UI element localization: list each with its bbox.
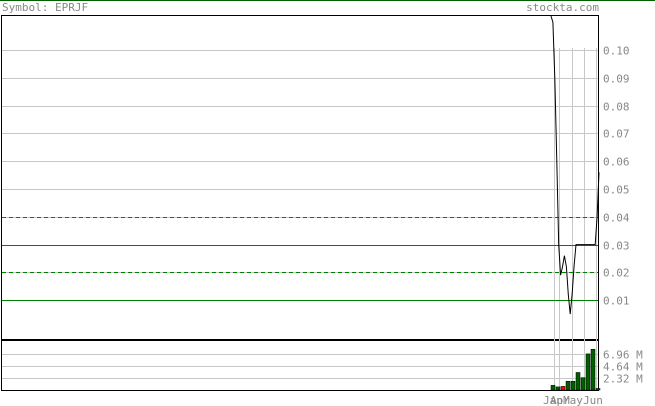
x-tick-label: Apr [550, 394, 570, 406]
volume-tick-label: 4.64 M [603, 361, 643, 374]
price-tick-label: 0.02 [603, 267, 630, 280]
volume-tick-label: 6.96 M [603, 349, 643, 362]
price-tick-label: 0.04 [603, 212, 630, 225]
volume-bar [590, 349, 596, 391]
volume-bar [585, 353, 591, 391]
volume-grid [2, 354, 598, 379]
price-tick-label: 0.05 [603, 184, 630, 197]
price-panel-frame [1, 15, 599, 340]
volume-bar [550, 385, 556, 391]
reference-lines [2, 217, 598, 301]
price-tick-label: 0.09 [603, 73, 630, 86]
volume-bar [555, 386, 561, 391]
volume-bar [570, 380, 576, 391]
price-tick-label: 0.03 [603, 240, 630, 253]
price-axis-labels: 0.01 0.02 0.03 0.04 0.05 0.06 0.07 0.08 0.09 0.10 [603, 45, 630, 308]
volume-bars [550, 349, 601, 391]
symbol-label: Symbol: EPRJF [2, 1, 88, 14]
volume-bar [565, 380, 571, 391]
price-tick-label: 0.06 [603, 156, 630, 169]
volume-tick-label: 2.32 M [603, 373, 643, 386]
brand-label: stockta.com [526, 1, 599, 14]
volume-bar [595, 388, 601, 391]
volume-bar [560, 386, 566, 391]
volume-bar [575, 372, 581, 391]
price-tick-label: 0.08 [603, 101, 630, 114]
price-line-layer [550, 15, 600, 315]
price-line [550, 15, 600, 315]
x-tick-label: Jan [543, 394, 563, 406]
volume-panel-frame [1, 340, 599, 391]
x-tick-label: May [563, 394, 583, 406]
price-tick-label: 0.01 [603, 295, 630, 308]
price-tick-label: 0.07 [603, 128, 630, 141]
volume-bar [580, 377, 586, 391]
volume-axis-labels: 2.32 M4.64 M6.96 M [603, 349, 643, 386]
x-tick-label: Jun [583, 394, 603, 406]
price-tick-label: 0.10 [603, 45, 630, 58]
